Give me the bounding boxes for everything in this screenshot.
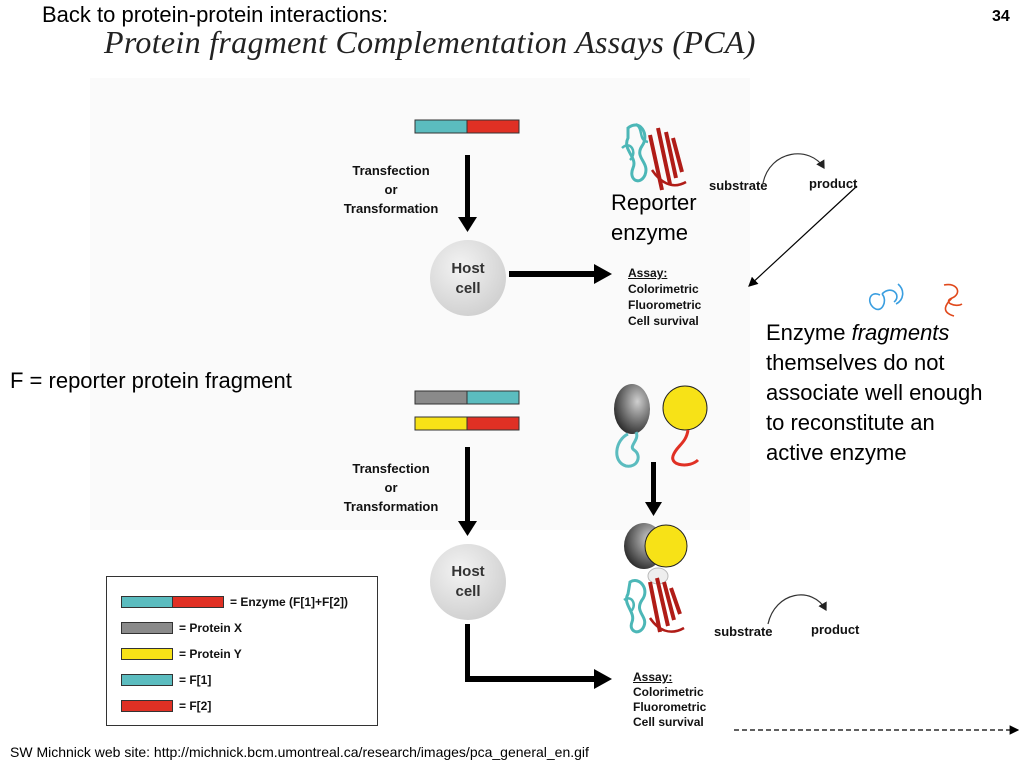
source-footer: SW Michnick web site: http://michnick.bc…: [10, 744, 589, 760]
bottom-product-label: product: [811, 622, 860, 637]
legend-item-protein-x: = Protein X: [121, 621, 242, 635]
legend-swatch-protein-x: [121, 622, 173, 634]
legend-swatch-f2: [172, 596, 224, 608]
legend-label: = F[1]: [179, 673, 212, 687]
cell-text: cell: [455, 583, 481, 600]
f1-fragment: [615, 431, 640, 468]
assay-cell-survival: Cell survival: [628, 314, 699, 328]
protein-x-ellipse: [614, 384, 650, 434]
host-text: Host: [451, 260, 485, 277]
reconstituted-complex: [623, 523, 688, 634]
or-text: or: [384, 480, 398, 495]
legend-label: = F[2]: [179, 699, 212, 713]
top-product-label: product: [809, 176, 858, 191]
protein-y-segment: [414, 416, 468, 431]
legend-item-protein-y: = Protein Y: [121, 647, 242, 661]
transfection-text: Transfection: [352, 461, 430, 476]
legend-item-f2: = F[2]: [121, 699, 211, 713]
reporter-enzyme-structure: [621, 123, 687, 191]
product-to-assay-arrow: [748, 185, 858, 287]
top-assay-box: Assay: Colorimetric Fluorometric Cell su…: [628, 265, 701, 329]
bottom-assay-box: Assay: Colorimetric Fluorometric Cell su…: [633, 670, 706, 730]
top-substrate-label: substrate: [709, 178, 768, 193]
f-definition: F = reporter protein fragment: [10, 368, 292, 393]
top-transfection-label: Transfection or Transformation: [326, 161, 456, 218]
bottom-host-cell: [430, 544, 506, 620]
protein-x-f1-bar: [414, 390, 520, 405]
bottom-substrate-label: substrate: [714, 624, 773, 639]
f2-segment: [466, 119, 520, 134]
fragments-note-line-1: Enzyme fragments: [766, 318, 982, 348]
bottom-transfection-label: Transfection or Transformation: [326, 459, 456, 516]
bottom-host-cell-label: Host cell: [438, 562, 498, 602]
legend-label: = Protein X: [179, 621, 243, 635]
f2-fragment: [671, 429, 700, 467]
f1-segment: [414, 119, 468, 134]
separate-fragments: [614, 384, 708, 468]
f1-fragment-sketch: [868, 283, 904, 311]
f2-segment: [466, 416, 520, 431]
legend-swatch-protein-y: [121, 648, 173, 660]
assay-title: Assay:: [628, 266, 668, 280]
protein-x-segment: [414, 390, 468, 405]
assay-colorimetric: Colorimetric: [633, 685, 704, 699]
legend-item-enzyme: = Enzyme (F[1]+F[2]): [121, 595, 348, 609]
top-host-cell: [430, 240, 506, 316]
transformation-text: Transformation: [343, 499, 439, 514]
reporter-text: Reporter: [611, 190, 697, 215]
fragments-note-line-2: themselves do not: [766, 350, 945, 375]
slide-title: Protein fragment Complementation Assays …: [104, 24, 756, 60]
fragments-note: Enzyme fragments themselves do not assoc…: [766, 318, 982, 468]
fragments-prefix: Enzyme: [766, 320, 852, 345]
fragments-note-line-5: active enzyme: [766, 440, 907, 465]
legend-swatch-f2: [121, 700, 173, 712]
fragments-italic: fragments: [851, 320, 950, 345]
assay-cell-survival: Cell survival: [633, 715, 704, 729]
legend-label: = Protein Y: [179, 647, 242, 661]
assay-fluorometric: Fluorometric: [633, 700, 707, 714]
enzyme-text: enzyme: [611, 220, 689, 245]
protein-y-circle: [662, 385, 708, 431]
bottom-catalysis-arrow: [767, 594, 827, 625]
protein-y-f2-bar: [414, 416, 520, 431]
bottom-elbow-arrow: [465, 624, 612, 689]
assay-fluorometric: Fluorometric: [628, 298, 702, 312]
or-text: or: [384, 182, 398, 197]
reporter-enzyme-label: Reporter enzyme: [611, 188, 697, 248]
protein-y-circle: [644, 524, 688, 568]
complex-down-arrow: [645, 462, 662, 516]
f2-fragment-sketch: [943, 283, 963, 317]
transfection-text: Transfection: [352, 163, 430, 178]
cell-text: cell: [455, 280, 481, 297]
pre-title: Back to protein-protein interactions:: [42, 2, 389, 27]
host-text: Host: [451, 563, 485, 580]
top-host-cell-label: Host cell: [438, 259, 498, 299]
enzyme-gene-bar: [414, 119, 520, 134]
bottom-down-arrow: [458, 447, 477, 536]
transformation-text: Transformation: [343, 201, 439, 216]
assay-title: Assay:: [633, 670, 673, 684]
legend-swatch-f1: [121, 596, 173, 608]
f1-segment: [466, 390, 520, 405]
fragments-note-line-4: to reconstitute an: [766, 410, 935, 435]
legend-swatch-f1: [121, 674, 173, 686]
assay-colorimetric: Colorimetric: [628, 282, 699, 296]
legend-label: = Enzyme (F[1]+F[2]): [230, 595, 349, 609]
legend-item-f1: = F[1]: [121, 673, 211, 687]
top-right-arrow: [509, 264, 612, 284]
fragments-note-line-3: associate well enough: [766, 380, 983, 405]
top-down-arrow: [458, 155, 477, 232]
slide-number: 34: [992, 8, 1010, 25]
top-catalysis-arrow: [762, 153, 825, 184]
legend: = Enzyme (F[1]+F[2]) = Protein X = Prote…: [106, 576, 378, 726]
